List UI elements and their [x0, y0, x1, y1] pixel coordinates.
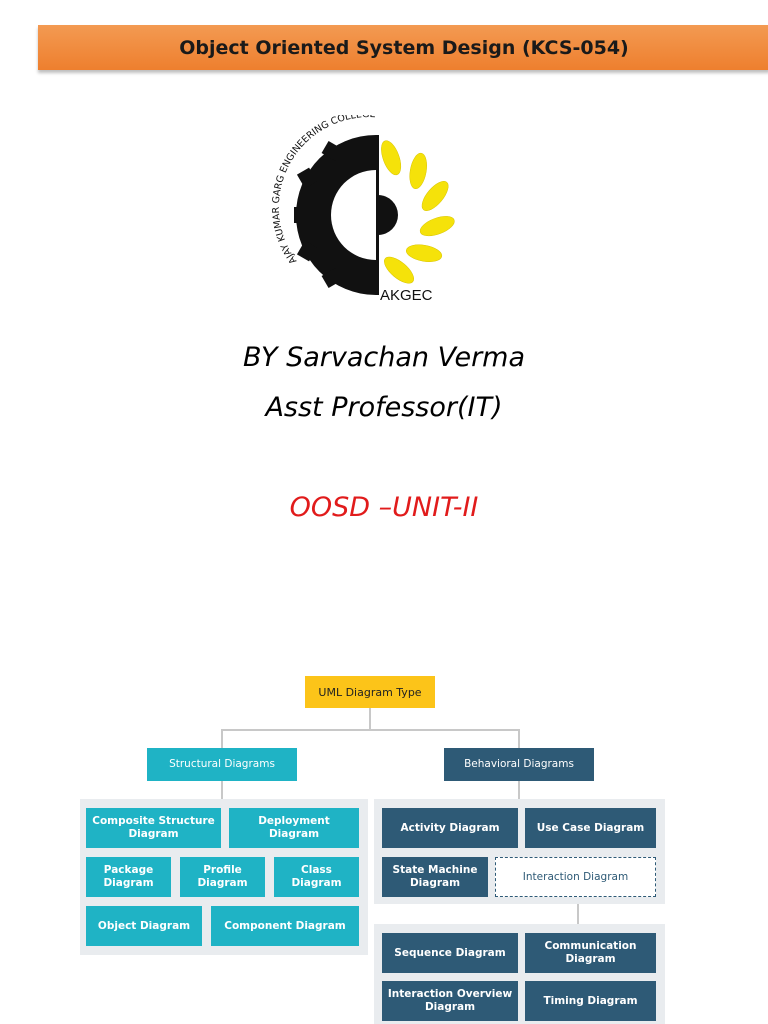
connector [221, 729, 519, 731]
structural-item: Composite Structure Diagram [86, 808, 221, 848]
interaction-item: Communication Diagram [525, 933, 656, 973]
college-logo: AJAY KUMAR GARG ENGINEERING COLLEGE AKGE… [271, 115, 455, 304]
behavioral-diagrams-header: Behavioral Diagrams [444, 748, 594, 781]
structural-item: Package Diagram [86, 857, 171, 897]
structural-item: Class Diagram [274, 857, 359, 897]
structural-item: Deployment Diagram [229, 808, 359, 848]
connector [518, 781, 520, 799]
title-banner: Object Oriented System Design (KCS-054) [38, 25, 768, 70]
structural-item: Component Diagram [211, 906, 359, 946]
structural-diagrams-header: Structural Diagrams [147, 748, 297, 781]
unit-title: OOSD –UNIT-II [289, 492, 479, 523]
diagram-root: UML Diagram Type [305, 676, 435, 708]
interaction-item: Timing Diagram [525, 981, 656, 1021]
logo-abbr: AKGEC [380, 287, 433, 304]
structural-item: Profile Diagram [180, 857, 265, 897]
connector [369, 708, 371, 730]
behavioral-item: State Machine Diagram [382, 857, 488, 897]
author-name: BY Sarvachan Verma [242, 342, 526, 373]
behavioral-item: Use Case Diagram [525, 808, 656, 848]
author-title: Asst Professor(IT) [265, 392, 503, 423]
connector [577, 898, 579, 924]
structural-item: Object Diagram [86, 906, 202, 946]
page-title: Object Oriented System Design (KCS-054) [179, 36, 629, 59]
interaction-item: Sequence Diagram [382, 933, 518, 973]
behavioral-item: Activity Diagram [382, 808, 518, 848]
interaction-item: Interaction Overview Diagram [382, 981, 518, 1021]
connector [221, 729, 223, 748]
connector [221, 781, 223, 799]
interaction-diagram-box: Interaction Diagram [495, 857, 656, 897]
connector [518, 729, 520, 748]
